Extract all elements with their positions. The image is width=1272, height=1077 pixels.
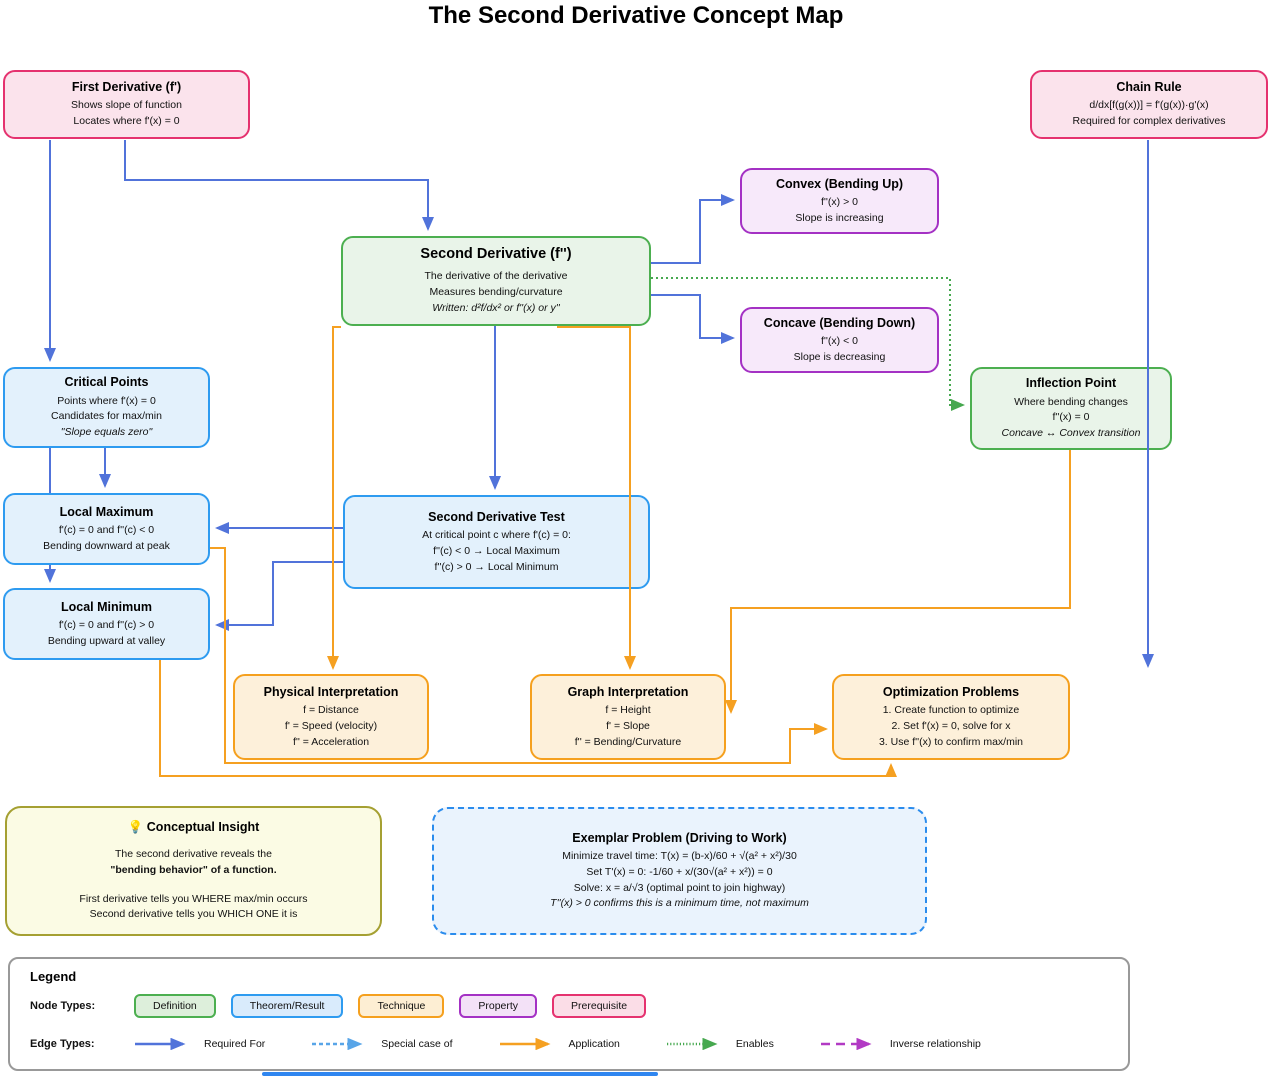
dotted-green-arrow-icon bbox=[666, 1038, 718, 1050]
legend-chip-property: Property bbox=[459, 994, 538, 1018]
legend-panel: Legend Node Types: Definition Theorem/Re… bbox=[8, 957, 1130, 1071]
edge-second-deriv-to-concave bbox=[651, 294, 735, 344]
node-title: Optimization Problems bbox=[882, 684, 1020, 699]
edge-inflection-to-graph bbox=[725, 450, 1071, 714]
node-physical-interpretation: Physical Interpretation f = Distance f' … bbox=[233, 674, 429, 760]
node-chain-rule: Chain Rule d/dx[f(g(x))] = f'(g(x))·g'(x… bbox=[1030, 70, 1268, 139]
cutoff-blue-element bbox=[262, 1072, 658, 1076]
edge-test-to-local-min bbox=[215, 561, 343, 631]
node-first-derivative: First Derivative (f') Shows slope of fun… bbox=[3, 70, 250, 139]
legend-chip-theorem-result: Theorem/Result bbox=[230, 994, 344, 1018]
edge-second-deriv-to-convex bbox=[651, 194, 735, 264]
node-conceptual-insight: 💡 Conceptual Insight The second derivati… bbox=[5, 806, 382, 936]
node-title: Inflection Point bbox=[1025, 376, 1117, 391]
legend-node-types-row: Node Types: Definition Theorem/Result Te… bbox=[30, 994, 1108, 1018]
legend-edge-types-row: Edge Types: Required For Special case of bbox=[30, 1038, 1108, 1050]
legend-chip-definition: Definition bbox=[134, 994, 216, 1018]
legend-edge-special-case-of: Special case of bbox=[311, 1038, 453, 1050]
edge-types-label: Edge Types: bbox=[30, 1038, 95, 1050]
node-exemplar-problem: Exemplar Problem (Driving to Work) Minim… bbox=[432, 807, 927, 935]
edge-first-deriv-to-second-deriv bbox=[124, 140, 434, 231]
legend-edge-enables: Enables bbox=[666, 1038, 774, 1050]
legend-edge-application: Application bbox=[499, 1038, 620, 1050]
node-title: Graph Interpretation bbox=[567, 684, 689, 699]
legend-edge-required-for: Required For bbox=[134, 1038, 265, 1050]
node-optimization-problems: Optimization Problems 1. Create function… bbox=[832, 674, 1070, 760]
node-graph-interpretation: Graph Interpretation f = Height f' = Slo… bbox=[530, 674, 726, 760]
node-critical-points: Critical Points Points where f'(x) = 0 C… bbox=[3, 367, 210, 448]
legend-chip-prerequisite: Prerequisite bbox=[552, 994, 647, 1018]
node-title: Local Maximum bbox=[59, 504, 154, 519]
lightbulb-icon: 💡 bbox=[127, 819, 144, 834]
edge-second-deriv-to-physical bbox=[327, 326, 341, 670]
legend-edge-inverse-relationship: Inverse relationship bbox=[820, 1038, 981, 1050]
node-second-derivative-test: Second Derivative Test At critical point… bbox=[343, 495, 650, 589]
node-local-minimum: Local Minimum f'(c) = 0 and f''(c) > 0 B… bbox=[3, 588, 210, 660]
long-dash-purple-arrow-icon bbox=[820, 1038, 872, 1050]
node-concave: Concave (Bending Down) f''(x) < 0 Slope … bbox=[740, 307, 939, 373]
solid-orange-arrow-icon bbox=[499, 1038, 550, 1050]
node-types-label: Node Types: bbox=[30, 1000, 96, 1012]
node-second-derivative: Second Derivative (f'') The derivative o… bbox=[341, 236, 651, 326]
node-title: Physical Interpretation bbox=[263, 684, 399, 699]
page-title: The Second Derivative Concept Map bbox=[428, 2, 844, 29]
solid-blue-arrow-icon bbox=[135, 1038, 186, 1050]
node-title: 💡 Conceptual Insight bbox=[127, 819, 260, 834]
node-title: Exemplar Problem (Driving to Work) bbox=[572, 830, 787, 845]
node-title: Second Derivative Test bbox=[428, 509, 565, 524]
node-inflection-point: Inflection Point Where bending changes f… bbox=[970, 367, 1172, 450]
node-title: First Derivative (f') bbox=[71, 80, 182, 95]
node-title: Convex (Bending Up) bbox=[775, 176, 904, 191]
dashed-blue-arrow-icon bbox=[312, 1038, 363, 1050]
node-title: Local Minimum bbox=[61, 599, 152, 614]
node-title: Chain Rule bbox=[1116, 80, 1182, 95]
legend-chip-technique: Technique bbox=[358, 994, 445, 1018]
node-title: Critical Points bbox=[64, 375, 149, 390]
node-title: Concave (Bending Down) bbox=[763, 315, 916, 330]
legend-title: Legend bbox=[30, 969, 77, 984]
node-convex: Convex (Bending Up) f''(x) > 0 Slope is … bbox=[740, 168, 939, 234]
node-title: Second Derivative (f'') bbox=[420, 246, 572, 263]
node-local-maximum: Local Maximum f'(c) = 0 and f''(c) < 0 B… bbox=[3, 493, 210, 565]
